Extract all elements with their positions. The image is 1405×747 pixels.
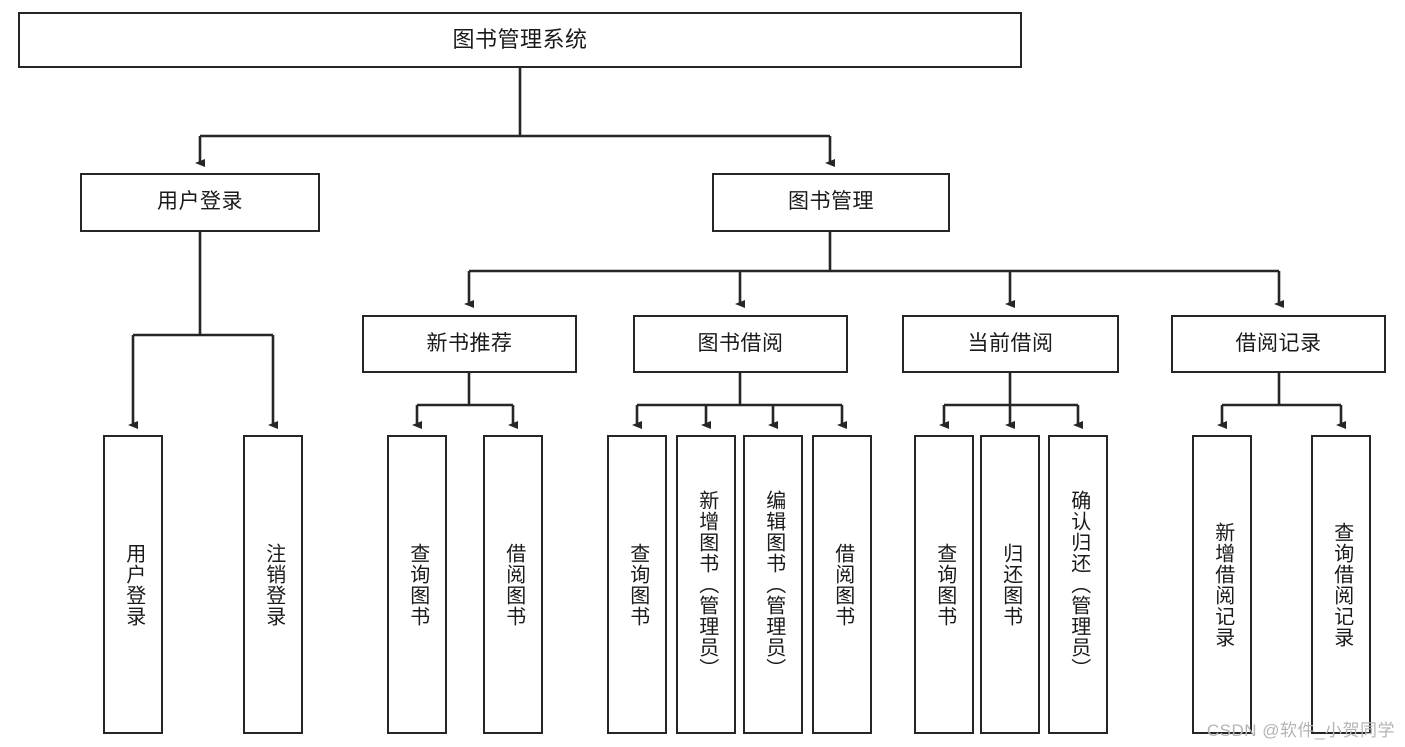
node-new-book-recommend[interactable]: 新书推荐 bbox=[362, 315, 577, 373]
leaf-user-login-signout[interactable]: 注销登录 bbox=[243, 435, 303, 734]
leaf-new-book-query[interactable]: 查询图书 bbox=[387, 435, 447, 734]
leaf-label: 归还图书 bbox=[999, 542, 1022, 627]
leaf-label: 查询借阅记录 bbox=[1330, 521, 1353, 648]
node-user-login[interactable]: 用户登录 bbox=[80, 173, 320, 232]
leaf-label: 确认归还（管理员） bbox=[1067, 490, 1090, 679]
leaf-label: 新增图书（管理员） bbox=[695, 490, 718, 679]
leaf-borrow-record-add[interactable]: 新增借阅记录 bbox=[1192, 435, 1252, 734]
leaf-label: 查询图书 bbox=[626, 542, 649, 627]
node-current-borrow[interactable]: 当前借阅 bbox=[902, 315, 1119, 373]
leaf-label: 编辑图书（管理员） bbox=[762, 490, 785, 679]
node-book-management[interactable]: 图书管理 bbox=[712, 173, 950, 232]
leaf-label: 新增借阅记录 bbox=[1211, 521, 1234, 648]
leaf-user-login-signin[interactable]: 用户登录 bbox=[103, 435, 163, 734]
leaf-label: 注销登录 bbox=[262, 542, 285, 627]
leaf-label: 借阅图书 bbox=[502, 542, 525, 627]
leaf-book-borrow-query[interactable]: 查询图书 bbox=[607, 435, 667, 734]
watermark-text: CSDN @软件_小贺同学 bbox=[1206, 721, 1395, 740]
leaf-label: 查询图书 bbox=[406, 542, 429, 627]
leaf-label: 用户登录 bbox=[122, 542, 145, 627]
node-root[interactable]: 图书管理系统 bbox=[18, 12, 1022, 68]
leaf-book-borrow-add[interactable]: 新增图书（管理员） bbox=[676, 435, 736, 734]
leaf-book-borrow-edit[interactable]: 编辑图书（管理员） bbox=[743, 435, 803, 734]
leaf-current-borrow-return[interactable]: 归还图书 bbox=[980, 435, 1040, 734]
leaf-label: 查询图书 bbox=[933, 542, 956, 627]
leaf-current-borrow-query[interactable]: 查询图书 bbox=[914, 435, 974, 734]
leaf-current-borrow-confirm[interactable]: 确认归还（管理员） bbox=[1048, 435, 1108, 734]
leaf-label: 借阅图书 bbox=[831, 542, 854, 627]
leaf-new-book-borrow[interactable]: 借阅图书 bbox=[483, 435, 543, 734]
node-book-borrow[interactable]: 图书借阅 bbox=[633, 315, 848, 373]
leaf-borrow-record-query[interactable]: 查询借阅记录 bbox=[1311, 435, 1371, 734]
node-borrow-record[interactable]: 借阅记录 bbox=[1171, 315, 1386, 373]
leaf-book-borrow-lend[interactable]: 借阅图书 bbox=[812, 435, 872, 734]
